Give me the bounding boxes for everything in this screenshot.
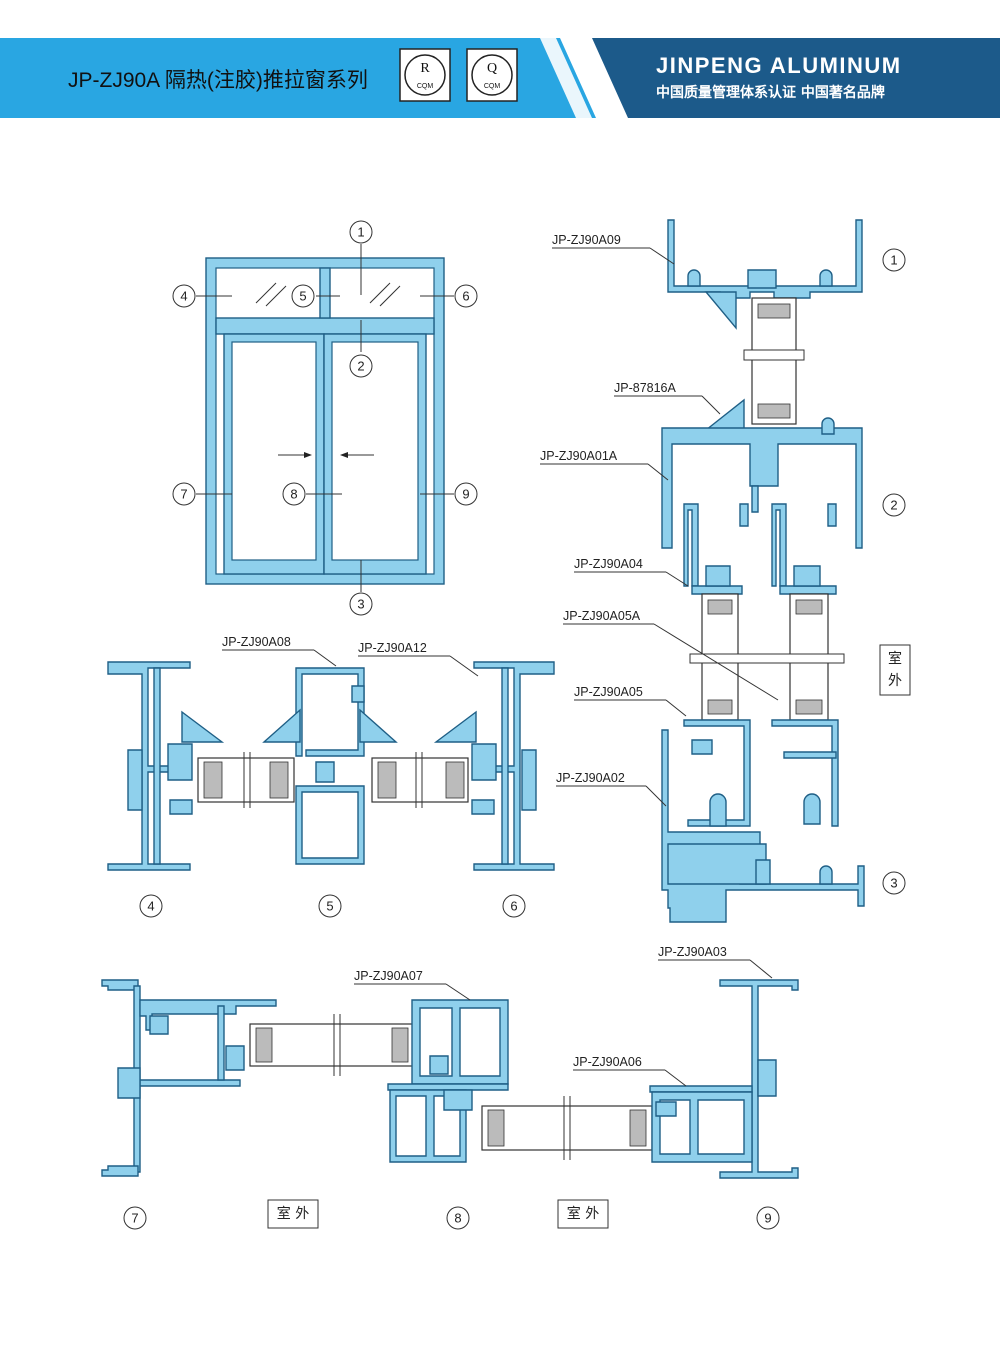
brand-name: JINPENG ALUMINUM xyxy=(656,53,902,78)
label-jp-zj90a09: JP-ZJ90A09 xyxy=(552,233,621,247)
svg-text:4: 4 xyxy=(180,289,187,304)
profile-interlock xyxy=(411,999,509,1085)
profile-sash-lower xyxy=(683,719,751,827)
callout-7: 7 xyxy=(172,482,196,506)
svg-text:3: 3 xyxy=(890,876,897,891)
cert-caption: CQM xyxy=(417,83,434,90)
callout-6: 6 xyxy=(454,284,478,308)
vertical-section: JP-ZJ90A09 JP-87816A JP-ZJ90A01A JP-ZJ90… xyxy=(540,219,911,923)
outside-label-7: 室 外 xyxy=(267,1199,319,1229)
label-jp-zj90a05: JP-ZJ90A05 xyxy=(574,685,643,699)
svg-text:室 外: 室 外 xyxy=(277,1205,309,1222)
callout-4: 4 xyxy=(172,284,196,308)
profile-transom xyxy=(661,427,863,549)
label-jp-zj90a03: JP-ZJ90A03 xyxy=(658,945,727,959)
callout-1: 1 xyxy=(349,220,373,244)
profile-mullion-center xyxy=(295,667,365,757)
page-header: JP-ZJ90A 隔热(注胶)推拉窗系列 R CQM Q CQM JINPENG… xyxy=(0,38,1000,118)
callout-3: 3 xyxy=(882,871,906,895)
svg-text:9: 9 xyxy=(462,487,469,502)
callout-5: 5 xyxy=(291,284,315,308)
svg-text:6: 6 xyxy=(510,899,517,914)
svg-text:1: 1 xyxy=(357,225,364,240)
header-band-dark xyxy=(592,38,1000,118)
callout-5: 5 xyxy=(318,894,342,918)
outside-label-8: 室 外 xyxy=(557,1199,609,1229)
cert-caption: CQM xyxy=(484,83,501,90)
label-jp-zj90a06: JP-ZJ90A06 xyxy=(573,1055,642,1069)
svg-text:外: 外 xyxy=(888,673,902,689)
profile-jamb-right xyxy=(473,661,555,871)
callout-2: 2 xyxy=(349,354,373,378)
brand-slogan: 中国质量管理体系认证 中国著名品牌 xyxy=(656,84,885,101)
svg-text:3: 3 xyxy=(357,597,364,612)
header-stripe xyxy=(566,38,618,118)
cert-letter: Q xyxy=(487,61,497,76)
profile-glazing-bead xyxy=(703,398,745,431)
callout-2: 2 xyxy=(882,493,906,517)
callout-1: 1 xyxy=(882,248,906,272)
label-jp-zj90a12: JP-ZJ90A12 xyxy=(358,641,427,655)
svg-text:1: 1 xyxy=(890,253,897,268)
callout-9: 9 xyxy=(454,482,478,506)
glass-unit-8-9 xyxy=(481,1105,653,1151)
profile-jamb-7 xyxy=(101,979,139,991)
label-jp-zj90a07: JP-ZJ90A07 xyxy=(354,969,423,983)
label-jp-zj90a02: JP-ZJ90A02 xyxy=(556,771,625,785)
callout-7: 7 xyxy=(123,1206,147,1230)
label-jp-87816a: JP-87816A xyxy=(614,381,677,395)
callout-3: 3 xyxy=(349,592,373,616)
svg-text:5: 5 xyxy=(299,289,306,304)
svg-text:6: 6 xyxy=(462,289,469,304)
label-jp-zj90a05a: JP-ZJ90A05A xyxy=(563,609,641,623)
svg-text:2: 2 xyxy=(890,498,897,513)
glass-unit-7-8 xyxy=(249,1023,415,1067)
svg-text:8: 8 xyxy=(454,1211,461,1226)
svg-text:9: 9 xyxy=(764,1211,771,1226)
horizontal-section: JP-ZJ90A07 JP-ZJ90A03 JP-ZJ90A06 7 8 9 室… xyxy=(101,945,799,1230)
window-elevation: 1 2 3 4 5 6 7 8 9 xyxy=(172,220,478,616)
profile-sash-upper-left xyxy=(683,503,699,587)
callout-8: 8 xyxy=(282,482,306,506)
cert-letter: R xyxy=(420,61,430,76)
glass-unit-top xyxy=(751,297,797,425)
cert-badge-r: R CQM xyxy=(399,48,451,102)
callout-4: 4 xyxy=(139,894,163,918)
svg-text:7: 7 xyxy=(180,487,187,502)
label-jp-zj90a08: JP-ZJ90A08 xyxy=(222,635,291,649)
svg-text:5: 5 xyxy=(326,899,333,914)
callout-9: 9 xyxy=(756,1206,780,1230)
cert-badge-q: Q CQM xyxy=(466,48,518,102)
header-stripe xyxy=(540,38,592,118)
callout-6: 6 xyxy=(502,894,526,918)
page-title: JP-ZJ90A 隔热(注胶)推拉窗系列 xyxy=(68,69,368,92)
svg-text:室 外: 室 外 xyxy=(567,1205,599,1222)
outside-label-vertical: 室 外 xyxy=(879,644,911,696)
svg-text:7: 7 xyxy=(131,1211,138,1226)
svg-text:8: 8 xyxy=(290,487,297,502)
label-jp-zj90a04: JP-ZJ90A04 xyxy=(574,557,643,571)
svg-text:室: 室 xyxy=(888,650,902,667)
callout-8: 8 xyxy=(446,1206,470,1230)
label-jp-zj90a01a: JP-ZJ90A01A xyxy=(540,449,618,463)
transom-section: JP-ZJ90A08 JP-ZJ90A12 4 5 6 xyxy=(107,635,555,918)
svg-text:4: 4 xyxy=(147,899,154,914)
transom-bar xyxy=(215,317,435,335)
svg-text:2: 2 xyxy=(357,359,364,374)
